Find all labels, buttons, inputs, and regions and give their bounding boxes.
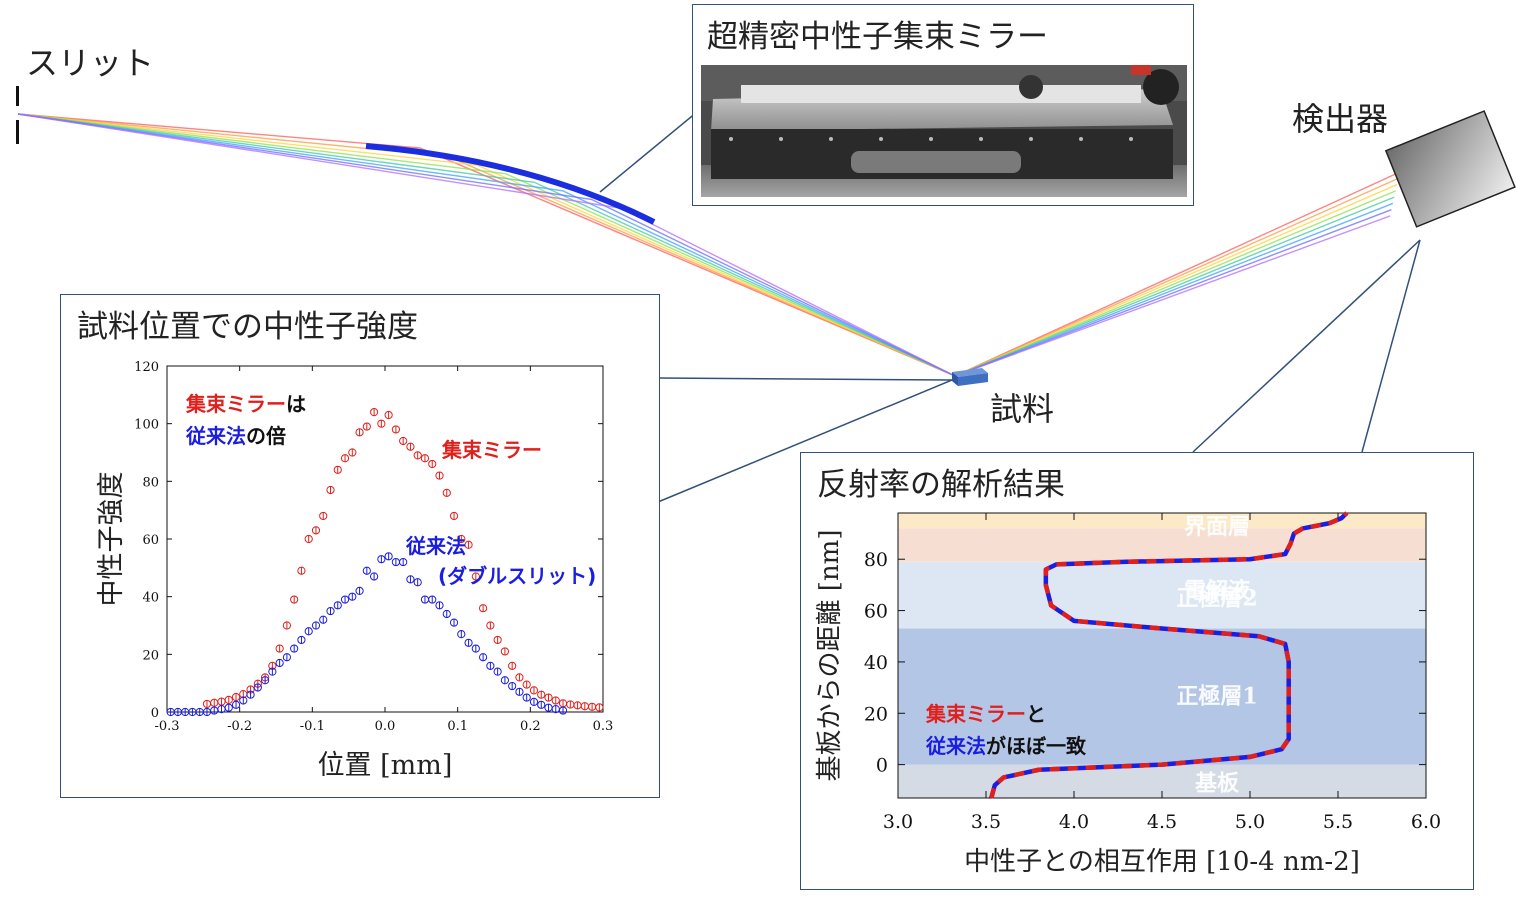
layer-label: 正極層2 [1176,586,1257,612]
mirror-profile-line [989,511,1349,799]
layer-label: 基板 [1195,771,1240,797]
y-tick-label: 80 [142,475,159,490]
x-tick-label: -0.2 [227,719,252,734]
beam-ray [17,113,1398,377]
ann-conventional-blue: 従来法 [186,424,246,448]
ann-ha: は [286,392,306,416]
layer-label: 正極層1 [1176,683,1257,709]
focusing-mirror-shape [365,143,656,225]
x-tick-label: 5.0 [1235,811,1265,833]
intensity-plot-frame [166,365,604,713]
x-tick-label: -0.3 [154,719,179,734]
mirror-title: 超精密中性子集束ミラー [707,19,1048,55]
y-tick-label: 100 [134,418,159,433]
beam-ray [17,113,1401,377]
data-point [370,408,379,417]
int-annotation-line1: 集束ミラーは [186,388,306,417]
mirror-photo-callout: 超精密中性子集束ミラー [692,4,1194,206]
beam-ray [17,113,1394,377]
y-tick-label: 20 [864,703,888,725]
layer-label: 界面層 [1184,514,1250,540]
y-tick-label: 120 [134,360,159,375]
y-axis-label: 基板からの距離 [nm] [815,530,845,782]
ref-ann-to: と [1026,702,1046,726]
data-point [537,690,546,699]
x-tick-label: 3.5 [971,811,1001,833]
x-tick-label: 0.2 [520,719,541,734]
ann-mirror-red: 集束ミラー [186,392,286,416]
intensity-panel-title: 試料位置での中性子強度 [77,309,418,345]
x-axis-label: 中性子との相互作用 [10-4 nm-2] [964,847,1360,877]
x-tick-label: 6.0 [1411,811,1441,833]
y-tick-label: 20 [142,648,159,663]
data-point [246,690,255,699]
y-axis-label: 中性子強度 [96,472,127,607]
y-tick-label: 60 [864,601,888,623]
detector-icon [1384,110,1516,228]
series-label-conventional: 従来法 [406,534,466,558]
x-tick-label: 0.0 [375,719,396,734]
layer-band [898,561,1426,629]
x-tick-label: 4.5 [1147,811,1177,833]
series-label-mirror: 集束ミラー [442,438,542,462]
detector-label: 検出器 [1292,100,1389,138]
y-tick-label: 40 [142,591,159,606]
ref-ann-mirror-red: 集束ミラー [926,702,1026,726]
slit-icon [16,86,19,144]
ref-ann-match: がほぼ一致 [986,734,1086,758]
x-tick-label: 0.1 [447,719,468,734]
x-tick-label: 4.0 [1059,811,1089,833]
y-tick-label: 60 [142,533,159,548]
slit-label: スリット [26,44,155,82]
ref-ann-conventional-blue: 従来法 [926,734,986,758]
intensity-chart: -0.3 -0.2 -0.1 0.0 0.1 0.2 0.3 0 20 40 60 80 100 120 位… [96,360,614,781]
y-tick-label: 0 [151,706,159,721]
data-point [479,604,488,613]
series-label-double-slit: (ダブルスリット) [438,564,597,588]
sample-label: 試料 [990,390,1055,428]
intensity-callout: 試料位置での中性子強度 [60,294,660,798]
x-axis-label: 位置 [mm] [318,750,453,781]
beam-ray [17,113,1399,377]
neutron-beam-rays [17,113,1401,377]
y-tick-label: 0 [876,755,888,777]
data-point [500,647,509,656]
int-annotation-line2: 従来法の倍 [186,420,286,449]
beam-ray [17,113,1396,377]
layer-band [898,528,1426,562]
y-tick-label: 40 [864,652,888,674]
ref-annotation-line2: 従来法がほぼ一致 [926,730,1086,759]
sample-icon [952,368,988,386]
ref-annotation-line1: 集束ミラーと [926,698,1046,727]
y-tick-label: 80 [864,549,888,571]
layer-band [898,628,1426,765]
x-tick-label: 3.0 [883,811,913,833]
beam-ray [17,113,1395,377]
layer-label: 電解液 [1184,578,1250,604]
beam-ray [17,113,1391,377]
beam-ray [17,113,1392,377]
mirror-photo [701,65,1187,197]
layer-band [898,513,1426,529]
ann-bai: の倍 [246,424,286,448]
x-tick-label: 5.5 [1323,811,1353,833]
x-tick-label: -0.1 [300,719,325,734]
x-tick-label: 0.3 [593,719,614,734]
reflectivity-panel-title: 反射率の解析結果 [817,467,1065,503]
